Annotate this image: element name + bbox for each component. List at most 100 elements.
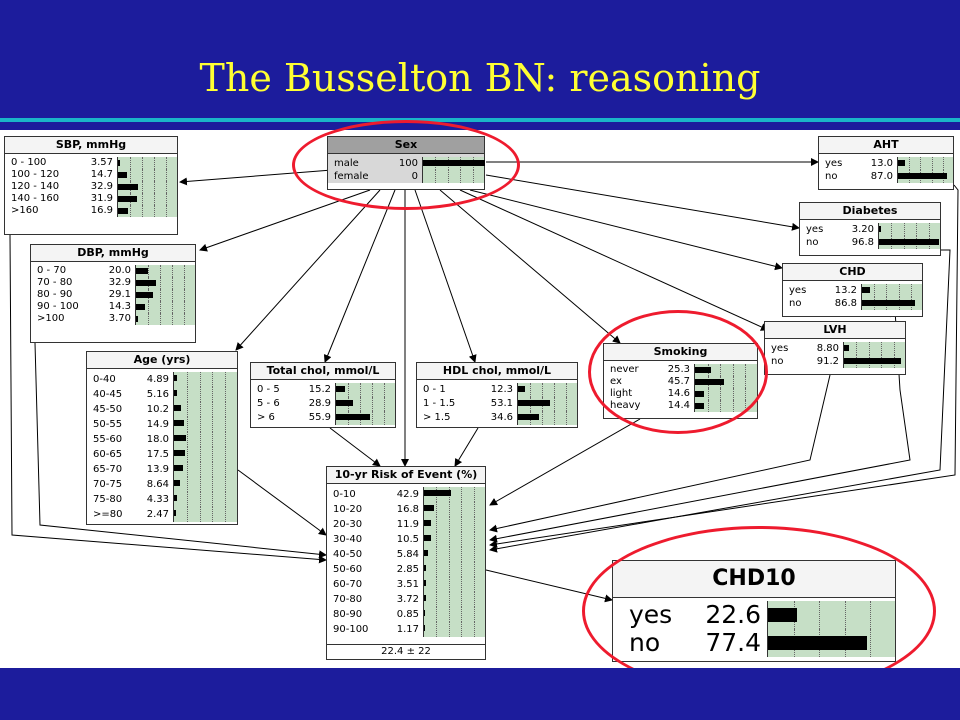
aht-state-row: yes 13.0 bbox=[819, 157, 953, 170]
aht-state-label: yes bbox=[825, 158, 843, 169]
sbp-state-value: 3.57 bbox=[90, 157, 113, 168]
sbp-state-label: 100 - 120 bbox=[11, 169, 60, 180]
age-probability-bar bbox=[174, 465, 183, 471]
age-state-label: 0-40 bbox=[93, 374, 116, 385]
sbp-state-label: >160 bbox=[11, 205, 39, 216]
sbp-state-label: 120 - 140 bbox=[11, 181, 60, 192]
sbp-state-value: 16.9 bbox=[90, 205, 113, 216]
lvh-state-value: 8.80 bbox=[816, 343, 839, 354]
age-title: Age (yrs) bbox=[87, 352, 237, 369]
edge-sex-to-diabetes bbox=[485, 174, 800, 231]
hdl-bar-track bbox=[517, 383, 577, 397]
lvh-bar-track bbox=[843, 342, 905, 355]
risk-state-value: 16.8 bbox=[396, 504, 419, 515]
chd-probability-bar bbox=[862, 287, 870, 293]
risk-state-value: 1.17 bbox=[396, 624, 419, 635]
aht-probability-bar bbox=[898, 160, 905, 166]
tchol-state-label: 5 - 6 bbox=[257, 398, 280, 409]
dbp-state-label: 90 - 100 bbox=[37, 301, 79, 312]
dbp-state-label: >100 bbox=[37, 313, 65, 324]
risk-state-value: 3.72 bbox=[396, 594, 419, 605]
age-state-value: 10.2 bbox=[146, 404, 169, 415]
lvh-state-label: yes bbox=[771, 343, 789, 354]
edge-layer bbox=[9, 158, 959, 603]
risk-probability-bar bbox=[424, 625, 425, 631]
risk-state-value: 2.85 bbox=[396, 564, 419, 575]
dbp-state-value: 14.3 bbox=[108, 301, 131, 312]
risk-probability-bar bbox=[424, 505, 434, 511]
chd-state-value: 86.8 bbox=[834, 298, 857, 309]
diabetes-state-value: 3.20 bbox=[851, 224, 874, 235]
age-state-label: 75-80 bbox=[93, 494, 123, 505]
risk-bar-track bbox=[423, 517, 485, 532]
risk-probability-bar bbox=[424, 520, 431, 526]
age-state-value: 2.47 bbox=[146, 509, 169, 520]
age-bar-track bbox=[173, 402, 237, 417]
dbp-bar-track bbox=[135, 301, 195, 313]
age-bar-track bbox=[173, 507, 237, 522]
sbp-probability-bar bbox=[118, 196, 137, 202]
sbp-title: SBP, mmHg bbox=[5, 137, 177, 154]
age-probability-bar bbox=[174, 450, 185, 456]
risk-bar-track bbox=[423, 547, 485, 562]
risk-probability-bar bbox=[424, 550, 428, 556]
edge-sex-to-lvh bbox=[459, 189, 769, 331]
lvh-state-value: 91.2 bbox=[816, 356, 839, 367]
age-probability-bar bbox=[174, 480, 180, 486]
age-probability-bar bbox=[174, 420, 184, 426]
chd-probability-bar bbox=[862, 300, 915, 306]
risk-state-label: 30-40 bbox=[333, 534, 363, 545]
hdl-probability-bar bbox=[518, 400, 550, 406]
age-state-value: 17.5 bbox=[146, 449, 169, 460]
diabetes-state-label: yes bbox=[806, 224, 824, 235]
risk-state-label: 10-20 bbox=[333, 504, 363, 515]
aht-title: AHT bbox=[819, 137, 953, 154]
aht-state-value: 13.0 bbox=[870, 158, 893, 169]
risk-state-row: 10-20 16.8 bbox=[327, 502, 485, 517]
diabetes-state-label: no bbox=[806, 237, 819, 248]
age-bar-track bbox=[173, 432, 237, 447]
risk-bar-track bbox=[423, 622, 485, 637]
age-bar-track bbox=[173, 492, 237, 507]
age-state-value: 5.16 bbox=[146, 389, 169, 400]
age-probability-bar bbox=[174, 435, 186, 441]
edge-lvh-to-risk bbox=[489, 374, 831, 533]
tchol-state-label: 0 - 5 bbox=[257, 384, 280, 395]
risk-state-label: 0-10 bbox=[333, 489, 356, 500]
sbp-bar-track bbox=[117, 181, 177, 193]
tchol-probability-bar bbox=[336, 400, 353, 406]
diabetes-title: Diabetes bbox=[800, 203, 940, 220]
footer-band bbox=[0, 668, 960, 720]
hdl-bar-track bbox=[517, 411, 577, 425]
dbp-probability-bar bbox=[136, 292, 153, 298]
edge-sex-to-tchol bbox=[323, 189, 396, 363]
age-state-value: 18.0 bbox=[146, 434, 169, 445]
risk-bar-track bbox=[423, 562, 485, 577]
edge-tchol-to-risk bbox=[329, 427, 381, 467]
edge-sex-to-smoking bbox=[439, 189, 621, 344]
edge-sbp-to-risk bbox=[9, 234, 327, 564]
